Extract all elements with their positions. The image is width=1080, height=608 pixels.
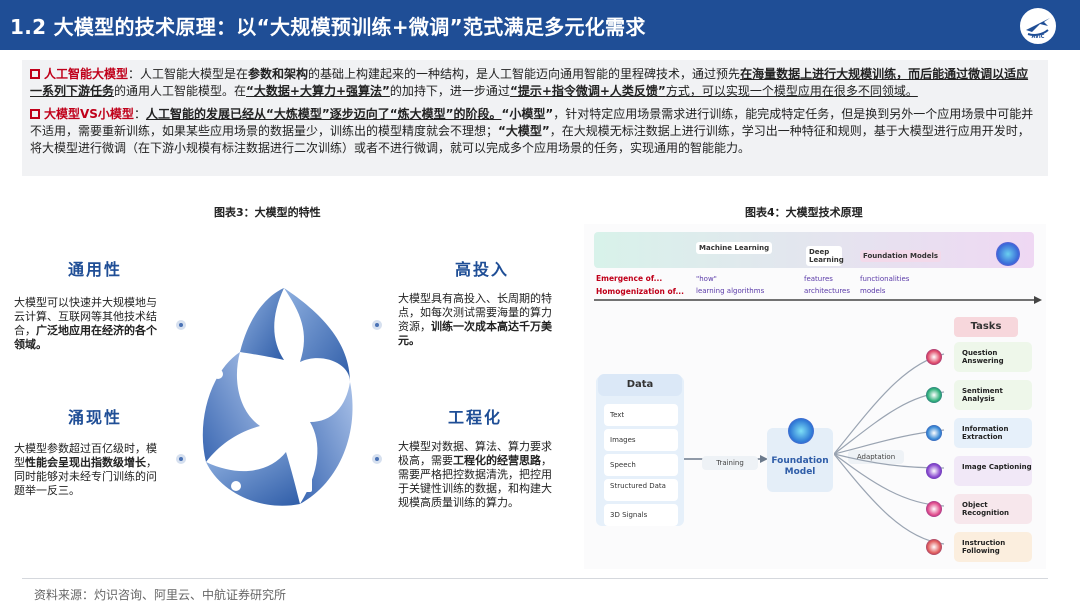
emergence-label: Emergence of...	[596, 274, 663, 283]
p1-bold-2: 在海量数据上进行大规模训练，而后能通过微调以适应一系列下游任务	[30, 67, 1029, 98]
stage-machine-learning: Machine Learning	[696, 242, 773, 254]
task-orb-icon	[926, 539, 942, 555]
foundation-orb-icon	[996, 242, 1020, 266]
p1-text-2: 的基础上构建起来的一种结构，是人工智能迈向通用智能的里程碑技术，通过预先	[308, 67, 741, 81]
connector-dot	[372, 454, 382, 464]
feature-general-body: 大模型可以快速并大规模地与云计算、互联网等其他技术结合，	[14, 296, 157, 337]
timeline-arrow	[594, 296, 1042, 304]
p2-bold-2: “大模型”	[498, 124, 550, 138]
p1-bold-4: “提示+指令微调+人类反馈”	[509, 84, 666, 98]
intro-paragraph-2: 大模型VS小模型：人工智能的发展已经从“大炼模型”逐步迈向了“炼大模型”的阶段。…	[30, 106, 1040, 157]
feature-investment-text: 大模型具有高投入、长周期的特点，如每次测试需要海量的算力资源，训练一次成本高达千…	[398, 292, 554, 348]
p1-text-5: 方式，可以实现一个模型应用在很多不同领域。	[665, 84, 918, 98]
homogenization-label: Homogenization of...	[596, 287, 685, 296]
data-item-text: Text	[604, 404, 678, 426]
feature-general-bold: 广泛地应用在经济的各个领域。	[14, 324, 157, 351]
feature-investment-body: 大模型具有高投入、长周期的特点，如每次测试需要海量的算力资源，	[398, 292, 552, 333]
p2-text-2: ，在大规模无标注数据上进行训练，学习出一种特征和规则，基于大模型进行应用开发时，…	[30, 124, 1030, 155]
task-orb-icon	[926, 349, 942, 365]
task-orb-icon	[926, 387, 942, 403]
p2-underline: 人工智能的发展已经从“大炼模型”逐步迈向了“炼大模型”的阶段。	[145, 107, 502, 121]
stage-foundation-models: Foundation Models	[860, 250, 942, 262]
feature-engineering-body-1: 大模型对数据、算法、算力要求极高，需要	[398, 440, 552, 467]
task-item: Object Recognition	[954, 494, 1032, 524]
feature-emergence-title: 涌现性	[68, 408, 123, 427]
training-label: Training	[702, 456, 758, 470]
feature-emergence-body-2: ，同时能够对未经专门训练的问题举一反三。	[14, 456, 157, 497]
p1-lead: 人工智能大模型	[44, 67, 129, 81]
task-item: Sentiment Analysis	[954, 380, 1032, 410]
p1-text-1: ：人工智能大模型是在	[128, 67, 249, 81]
data-item-3d: 3D Signals	[604, 504, 678, 526]
data-item-speech: Speech	[604, 454, 678, 476]
adaptation-arrows	[834, 353, 945, 545]
data-item-structured: Structured Data	[604, 479, 678, 501]
p1-bold-1: 参数和架构	[248, 67, 309, 81]
task-orb-icon	[926, 425, 942, 441]
p1-text-3: 的通用人工智能模型。在	[114, 84, 247, 98]
homogenization-fm: models	[860, 287, 886, 295]
footer-divider	[22, 578, 1048, 579]
feature-engineering-bold: 工程化的经营思路	[453, 454, 541, 467]
feature-engineering-title: 工程化	[448, 408, 503, 427]
figure4-caption: 图表4：大模型技术原理	[745, 206, 863, 219]
foundation-model-orb-icon	[788, 418, 814, 444]
avic-logo: AVIC	[1018, 6, 1058, 46]
task-orb-icon	[926, 501, 942, 517]
p2-bold-1: “小模型”	[501, 107, 554, 121]
tasks-title: Tasks	[954, 317, 1018, 337]
header-bar: 1.2 大模型的技术原理：以“大规模预训练+微调”范式满足多元化需求 AVIC	[0, 0, 1080, 50]
homogenization-dl: architectures	[804, 287, 851, 295]
intro-paragraph-1: 人工智能大模型：人工智能大模型是在参数和架构的基础上构建起来的一种结构，是人工智…	[30, 66, 1040, 100]
task-item: Image Captioning	[954, 456, 1032, 486]
intro-box: 人工智能大模型：人工智能大模型是在参数和架构的基础上构建起来的一种结构，是人工智…	[22, 60, 1048, 176]
feature-general-title: 通用性	[68, 260, 123, 279]
foundation-model-diagram: Machine Learning Deep Learning Foundatio…	[584, 224, 1046, 569]
plane-icon	[1026, 18, 1050, 36]
feature-cycle-graphic	[202, 288, 353, 506]
figure3-caption: 图表3：大模型的特性	[214, 206, 321, 219]
connector-dot	[176, 320, 186, 330]
data-panel	[596, 376, 684, 526]
feature-investment-bold: 训练一次成本高达千万美元。	[398, 320, 552, 347]
feature-engineering-body-2: ，需要严格把控数据清洗，把控用于关键性训练的数据，和构建大规模高质量训练的算力。	[398, 454, 552, 509]
data-title: Data	[598, 374, 682, 396]
logo-text: AVIC	[1031, 34, 1045, 40]
feature-general-text: 大模型可以快速并大规模地与云计算、互联网等其他技术结合，广泛地应用在经济的各个领…	[14, 296, 164, 352]
task-item: Information Extraction	[954, 418, 1032, 448]
bullet-icon	[30, 69, 40, 79]
p2-colon: ：	[133, 107, 146, 121]
bullet-icon	[30, 109, 40, 119]
feature-icons	[213, 306, 340, 492]
p2-lead: 大模型VS小模型	[44, 107, 134, 121]
feature-emergence-text: 大模型参数超过百亿级时，模型性能会呈现出指数级增长，同时能够对未经专门训练的问题…	[14, 442, 164, 498]
connector-dot	[176, 454, 186, 464]
homogenization-ml: learning algorithms	[696, 287, 765, 295]
feature-emergence-bold: 性能会呈现出指数级增长	[25, 456, 146, 469]
data-item-images: Images	[604, 429, 678, 451]
feature-investment-title: 高投入	[455, 260, 510, 279]
feature-engineering-text: 大模型对数据、算法、算力要求极高，需要工程化的经营思路，需要严格把控数据清洗，把…	[398, 440, 556, 510]
emergence-fm: functionalities	[860, 275, 910, 283]
feature-emergence-body-1: 大模型参数超过百亿级时，模型	[14, 442, 157, 469]
task-item: Question Answering	[954, 342, 1032, 372]
p1-bold-3: “大数据+大算力+强算法”	[246, 84, 390, 98]
emergence-dl: features	[804, 275, 833, 283]
source-note: 资料来源：灼识咨询、阿里云、中航证券研究所	[34, 588, 287, 602]
p2-text-1: ，针对特定应用场景需求进行训练，能完成特定任务，但是换到另外一个应用场景中可能并…	[30, 107, 1034, 138]
task-item: Instruction Following	[954, 532, 1032, 562]
connector-dot	[372, 320, 382, 330]
emergence-ml: "how"	[696, 275, 717, 283]
page-title: 1.2 大模型的技术原理：以“大规模预训练+微调”范式满足多元化需求	[10, 15, 646, 39]
task-orb-icon	[926, 463, 942, 479]
p1-text-4: 的加持下，进一步通过	[389, 84, 510, 98]
foundation-model-label: Foundation Model	[771, 456, 829, 477]
stage-deep-learning: Deep Learning	[806, 246, 844, 266]
